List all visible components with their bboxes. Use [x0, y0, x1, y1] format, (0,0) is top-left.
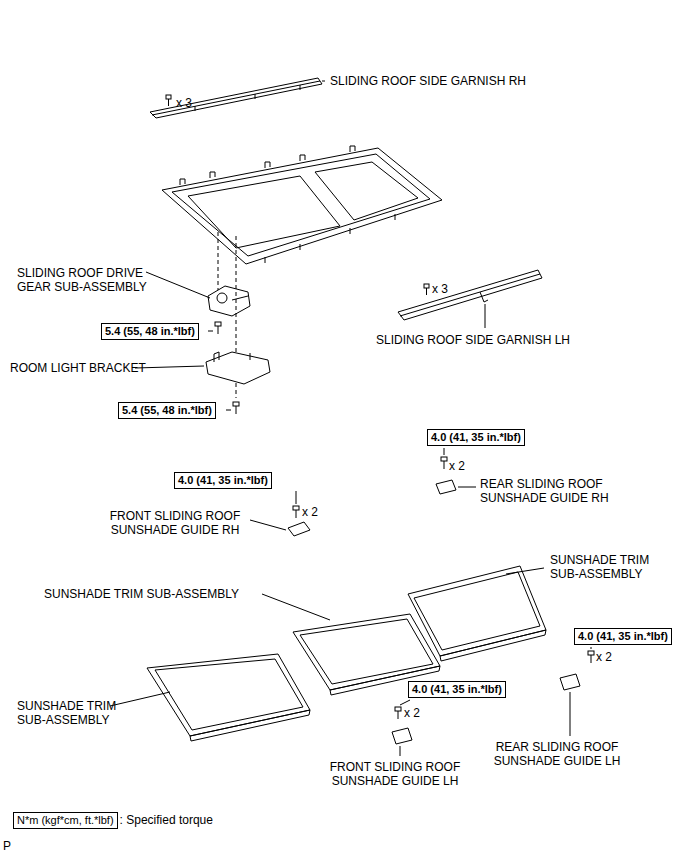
bolt	[166, 95, 171, 106]
torque-value: 5.4 (55, 48 in.*lbf)	[105, 325, 195, 338]
garnish-rh	[150, 78, 322, 118]
quantity-label: x 3	[176, 96, 192, 110]
drive-gear	[208, 286, 250, 316]
part-name: SLIDING ROOF SIDE GARNISH LH	[376, 333, 570, 347]
leader-line	[485, 304, 486, 328]
sunshade-guide	[436, 480, 456, 494]
part-name: SLIDING ROOF DRIVE GEAR SUB-ASSEMBLY	[17, 266, 167, 294]
bolt	[215, 322, 221, 334]
quantity-label: x 2	[449, 459, 465, 473]
torque-value: 4.0 (41, 35 in.*lbf)	[578, 630, 668, 643]
leader-line	[400, 746, 401, 756]
sunshade-guide	[560, 674, 580, 690]
leader-line	[458, 487, 476, 488]
part-name: SUNSHADE TRIM SUB-ASSEMBLY	[44, 587, 239, 601]
bolt	[441, 457, 447, 469]
part-name: FRONT SLIDING ROOF SUNSHADE GUIDE LH	[320, 760, 470, 788]
leader-line	[296, 491, 297, 504]
leader-line	[146, 272, 210, 298]
torque-value: 4.0 (41, 35 in.*lbf)	[412, 683, 502, 696]
leader-line	[110, 692, 170, 706]
legend-text: : Specified torque	[120, 813, 213, 827]
sunshade-guide	[392, 728, 412, 744]
bolt	[395, 707, 401, 719]
torque-value: 4.0 (41, 35 in.*lbf)	[178, 474, 268, 487]
quantity-label: x 2	[302, 505, 318, 519]
part-name: SLIDING ROOF SIDE GARNISH RH	[330, 74, 526, 88]
figure-code: P	[3, 839, 11, 853]
unit-text: N*m (kgf*cm, ft.*lbf)	[17, 814, 114, 827]
sunshade-guide	[288, 522, 310, 536]
dash-line	[218, 232, 219, 290]
leader-line	[570, 692, 571, 736]
bolt	[293, 506, 299, 518]
sunshade-panel	[147, 654, 310, 741]
part-name: SUNSHADE TRIM SUB-ASSEMBLY	[550, 553, 662, 581]
torque-value: 5.4 (55, 48 in.*lbf)	[122, 404, 212, 417]
garnish-lh	[398, 270, 542, 320]
leader-line	[506, 568, 544, 574]
part-name: REAR SLIDING ROOF SUNSHADE GUIDE LH	[482, 740, 632, 768]
part-name: ROOM LIGHT BRACKET	[10, 361, 146, 375]
torque-box: 5.4 (55, 48 in.*lbf)	[101, 323, 199, 340]
quantity-label: x 2	[596, 650, 612, 664]
sliding-roof-housing	[162, 146, 442, 264]
torque-box: 4.0 (41, 35 in.*lbf)	[427, 429, 525, 446]
leader-line	[400, 700, 410, 705]
torque-box: 4.0 (41, 35 in.*lbf)	[174, 472, 272, 489]
leader-line	[226, 410, 231, 411]
part-name: FRONT SLIDING ROOF SUNSHADE GUIDE RH	[100, 509, 250, 537]
bolt	[588, 651, 594, 663]
leader-line	[208, 331, 213, 332]
room-light-bracket	[206, 352, 270, 384]
bolt	[233, 402, 239, 414]
leader-line	[322, 81, 325, 82]
quantity-label: x 3	[432, 282, 448, 296]
leader-line	[262, 594, 330, 620]
quantity-label: x 2	[404, 706, 420, 720]
leader-line	[250, 520, 286, 530]
leader-line	[591, 647, 592, 649]
part-name: REAR SLIDING ROOF SUNSHADE GUIDE RH	[480, 477, 615, 505]
torque-box: 4.0 (41, 35 in.*lbf)	[574, 628, 672, 645]
torque-box: 5.4 (55, 48 in.*lbf)	[118, 402, 216, 419]
leader-line	[444, 448, 445, 455]
bolt	[424, 284, 429, 295]
legend-sample-box: N*m (kgf*cm, ft.*lbf)	[13, 812, 118, 829]
torque-value: 4.0 (41, 35 in.*lbf)	[431, 431, 521, 444]
part-name: SUNSHADE TRIM SUB-ASSEMBLY	[17, 699, 129, 727]
torque-box: 4.0 (41, 35 in.*lbf)	[408, 681, 506, 698]
